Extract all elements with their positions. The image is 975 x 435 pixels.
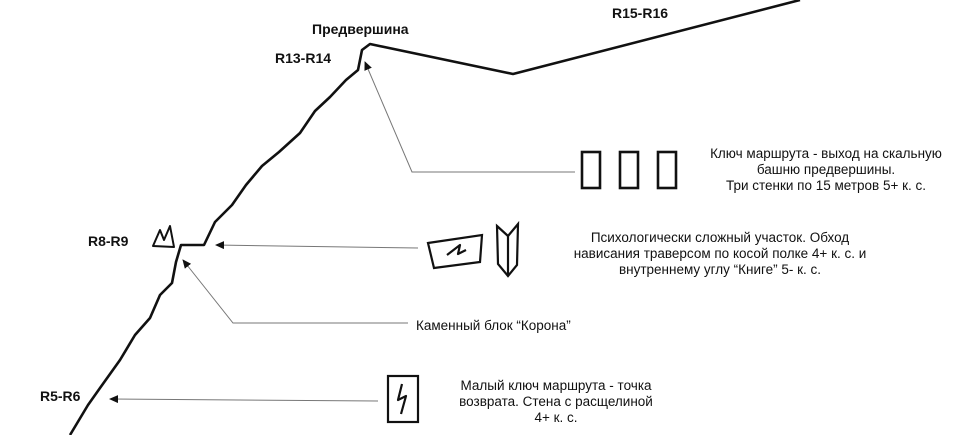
note-minor-key-line-2: возврата. Стена с расщелиной xyxy=(459,394,653,409)
leader-crown-block xyxy=(182,259,408,324)
leader-psych-section xyxy=(215,241,419,250)
crack-wall-icon xyxy=(386,374,420,424)
note-key-exit-line-1: Ключ маршрута - выход на скальную xyxy=(710,146,942,161)
label-r8-r9: R8-R9 xyxy=(88,233,129,249)
note-key-exit-line-3: Три стенки по 15 метров 5+ к. с. xyxy=(725,178,927,193)
note-psych-section-line-1: Психологически сложный участок. Обход xyxy=(590,230,850,245)
note-minor-key: Малый ключ маршрута - точка возврата. Ст… xyxy=(434,378,678,426)
inner-corner-icon xyxy=(495,220,520,278)
note-psych-section-line-2: нависания траверсом по косой полке 4+ к.… xyxy=(573,246,867,261)
label-summit: Предвершина xyxy=(312,21,409,37)
note-crown-block: Каменный блок “Корона” xyxy=(416,318,616,334)
note-minor-key-line-1: Малый ключ маршрута - точка xyxy=(460,378,652,393)
overhang-traverse-icon xyxy=(426,233,484,270)
label-r13-r14: R13-R14 xyxy=(275,50,332,66)
note-key-exit: Ключ маршрута - выход на скальную башню … xyxy=(684,146,968,194)
leader-minor-key xyxy=(109,395,379,404)
three-wall-icon xyxy=(580,150,678,190)
leader-key-exit xyxy=(364,61,575,173)
crown-block-icon xyxy=(152,225,175,248)
route-ridge-line xyxy=(68,0,801,435)
note-psych-section: Психологически сложный участок. Обход на… xyxy=(535,230,905,278)
note-crown-block-line-1: Каменный блок “Корона” xyxy=(416,318,571,333)
note-key-exit-line-2: башню предвершины. xyxy=(756,162,896,177)
note-minor-key-line-3: 4+ к. с. xyxy=(534,410,578,425)
note-psych-section-line-3: внутреннему углу “Книге” 5- к. с. xyxy=(618,262,822,277)
label-r15-r16: R15-R16 xyxy=(612,5,669,21)
label-r5-r6: R5-R6 xyxy=(40,388,81,404)
